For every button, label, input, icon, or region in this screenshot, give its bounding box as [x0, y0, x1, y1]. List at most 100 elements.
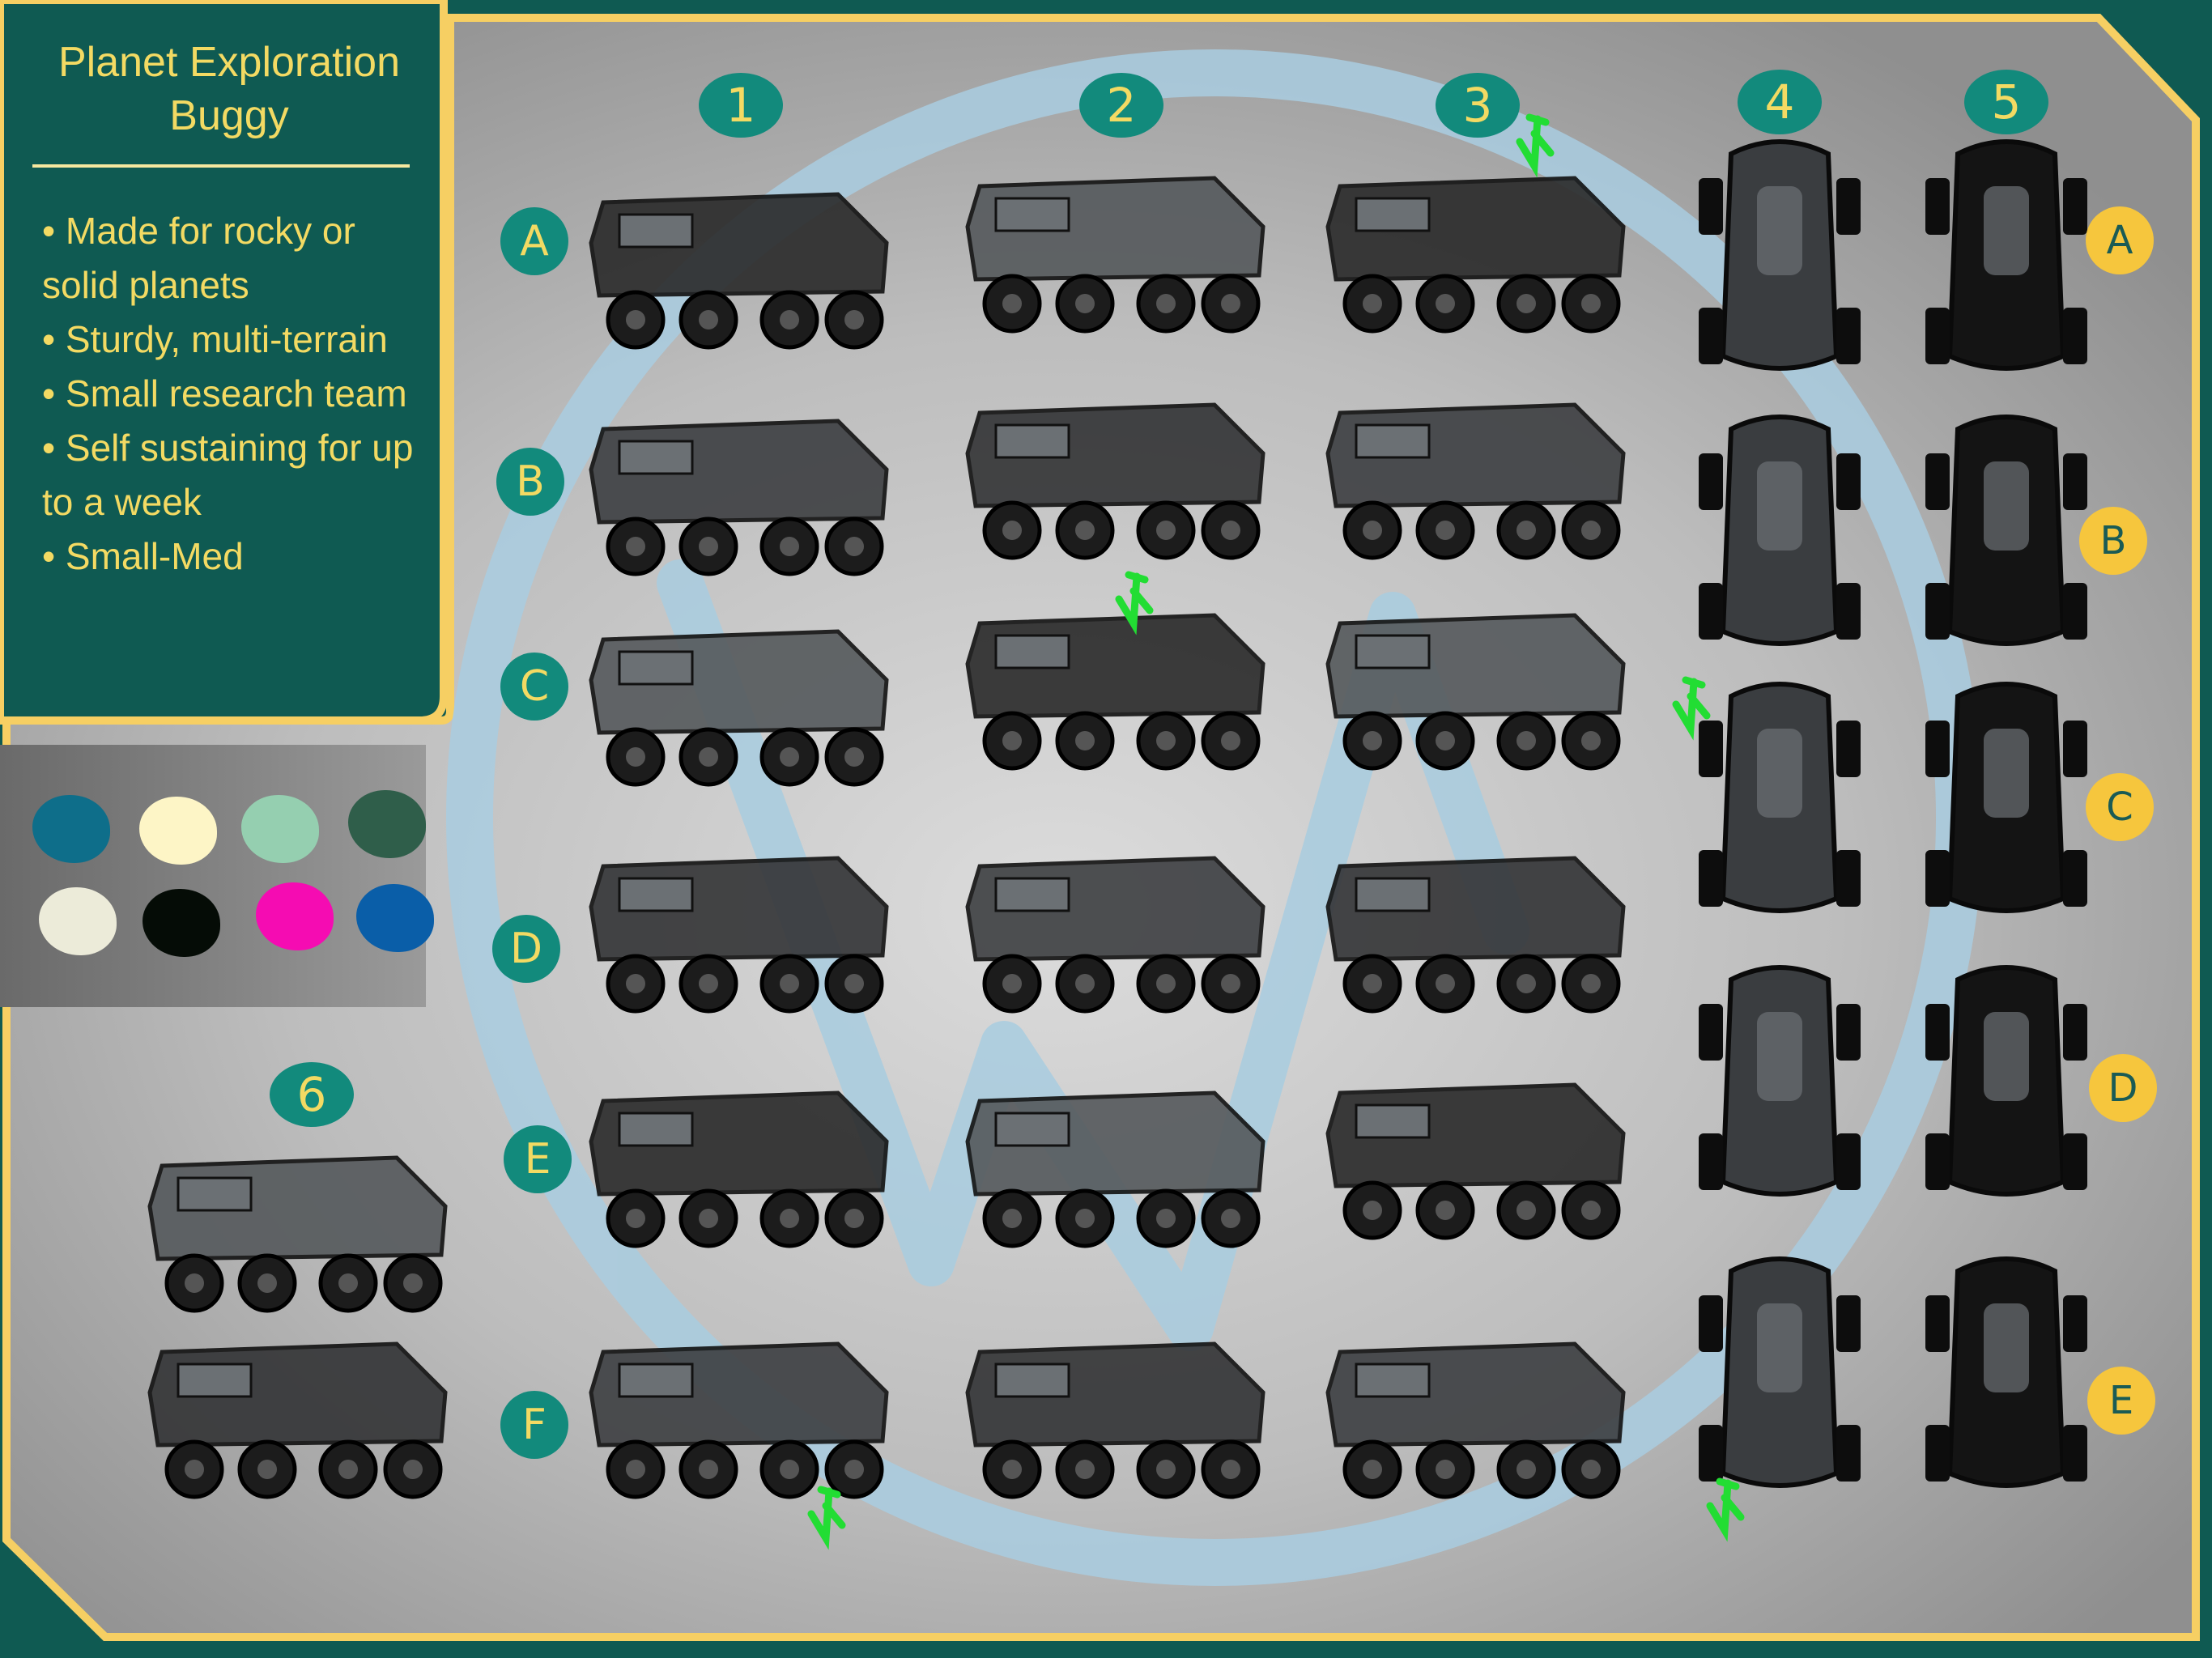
row-label-right-b: B — [2079, 507, 2147, 575]
wheel-hub — [1516, 731, 1536, 750]
wheel — [2063, 721, 2087, 777]
vehicle-window — [994, 877, 1070, 912]
feature-item: • Small research team — [42, 372, 407, 414]
wheel-hub — [1363, 731, 1382, 750]
wheel — [2063, 308, 2087, 364]
wheel-hub — [844, 1209, 864, 1228]
sketch-side-2D — [965, 856, 1266, 1014]
wheel — [1836, 178, 1861, 235]
wheel — [1836, 1295, 1861, 1352]
wheel-hub — [780, 747, 799, 767]
wheel-hub — [1436, 1460, 1455, 1479]
sketch-side-2C — [965, 613, 1266, 771]
vehicle-window — [994, 197, 1070, 232]
wheel — [1699, 1295, 1723, 1352]
wheel — [1925, 1425, 1950, 1482]
wheel-hub — [1002, 294, 1022, 313]
wheel-hub — [1221, 1460, 1240, 1479]
sketch-side-6B — [147, 1341, 448, 1499]
vehicle-window — [994, 634, 1070, 670]
wheel-hub — [699, 974, 718, 993]
title-line-2: Buggy — [169, 92, 289, 139]
wheel — [1836, 721, 1861, 777]
wheel-hub — [1075, 1460, 1095, 1479]
vehicle-window — [1355, 877, 1431, 912]
cockpit — [1984, 186, 2029, 275]
vehicle-window — [618, 440, 694, 475]
wheel — [1836, 850, 1861, 907]
wheel-hub — [626, 537, 645, 556]
vehicle-window — [994, 1363, 1070, 1398]
palette-swatch — [32, 795, 110, 863]
sketch-side-2A — [965, 176, 1266, 334]
wheel — [1925, 721, 1950, 777]
column-label-6: 6 — [270, 1062, 354, 1127]
check-mark-3C — [1672, 676, 1711, 741]
sketch-top-4D — [1699, 965, 1861, 1197]
wheel-hub — [626, 310, 645, 329]
vehicle-window — [994, 1112, 1070, 1147]
palette-swatch — [39, 887, 117, 955]
cockpit — [1757, 461, 1802, 551]
column-label-1: 1 — [699, 73, 783, 138]
vehicle-window — [177, 1176, 253, 1212]
sketch-side-6A — [147, 1155, 448, 1313]
sketch-side-1F — [589, 1341, 889, 1499]
wheel-hub — [1581, 294, 1601, 313]
wheel-hub — [699, 537, 718, 556]
row-label-right-c: C — [2086, 773, 2154, 841]
wheel-hub — [1221, 294, 1240, 313]
wheel-hub — [780, 1460, 799, 1479]
wheel-hub — [1516, 1460, 1536, 1479]
wheel-hub — [1075, 521, 1095, 540]
wheel — [1925, 1004, 1950, 1061]
wheel — [1699, 1004, 1723, 1061]
wheel-hub — [1156, 731, 1176, 750]
wheel — [2063, 1295, 2087, 1352]
wheel-hub — [626, 1460, 645, 1479]
wheel-hub — [626, 974, 645, 993]
check-mark-3A — [1516, 113, 1555, 178]
palette-swatch — [139, 797, 217, 865]
feature-item: • Made for rocky or solid planets — [42, 210, 355, 306]
palette-swatch — [356, 884, 434, 952]
sketch-side-3A — [1325, 176, 1626, 334]
sketch-top-4A — [1699, 139, 1861, 371]
check-stroke — [1115, 571, 1154, 636]
vehicle-window — [1355, 1103, 1431, 1139]
wheel — [1925, 178, 1950, 235]
wheel-hub — [403, 1273, 423, 1293]
vehicle-sketches — [147, 139, 2087, 1499]
sketch-side-3F — [1325, 1341, 1626, 1499]
cockpit — [1984, 1012, 2029, 1101]
cockpit — [1984, 729, 2029, 818]
vehicle-window — [1355, 197, 1431, 232]
wheel-hub — [185, 1460, 204, 1479]
wheel-hub — [1436, 294, 1455, 313]
wheel-hub — [844, 1460, 864, 1479]
vehicle-window — [618, 877, 694, 912]
check-stroke — [807, 1486, 846, 1550]
wheel-hub — [1436, 731, 1455, 750]
sketch-top-5D — [1925, 965, 2087, 1197]
row-label-right-d: D — [2089, 1054, 2157, 1122]
wheel — [1699, 178, 1723, 235]
sketch-top-5B — [1925, 414, 2087, 646]
wheel-hub — [844, 310, 864, 329]
wheel-hub — [1363, 521, 1382, 540]
sketch-top-5A — [1925, 139, 2087, 371]
title-divider — [32, 164, 410, 168]
wheel-hub — [403, 1460, 423, 1479]
wheel-hub — [1581, 1201, 1601, 1220]
check-stroke — [1516, 113, 1555, 178]
wheel-hub — [1002, 974, 1022, 993]
wheel-hub — [699, 1209, 718, 1228]
wheel — [1699, 850, 1723, 907]
color-palette — [0, 745, 434, 1007]
check-mark-2C — [1115, 571, 1154, 636]
vehicle-window — [177, 1363, 253, 1398]
wheel-hub — [1581, 521, 1601, 540]
cockpit — [1984, 461, 2029, 551]
